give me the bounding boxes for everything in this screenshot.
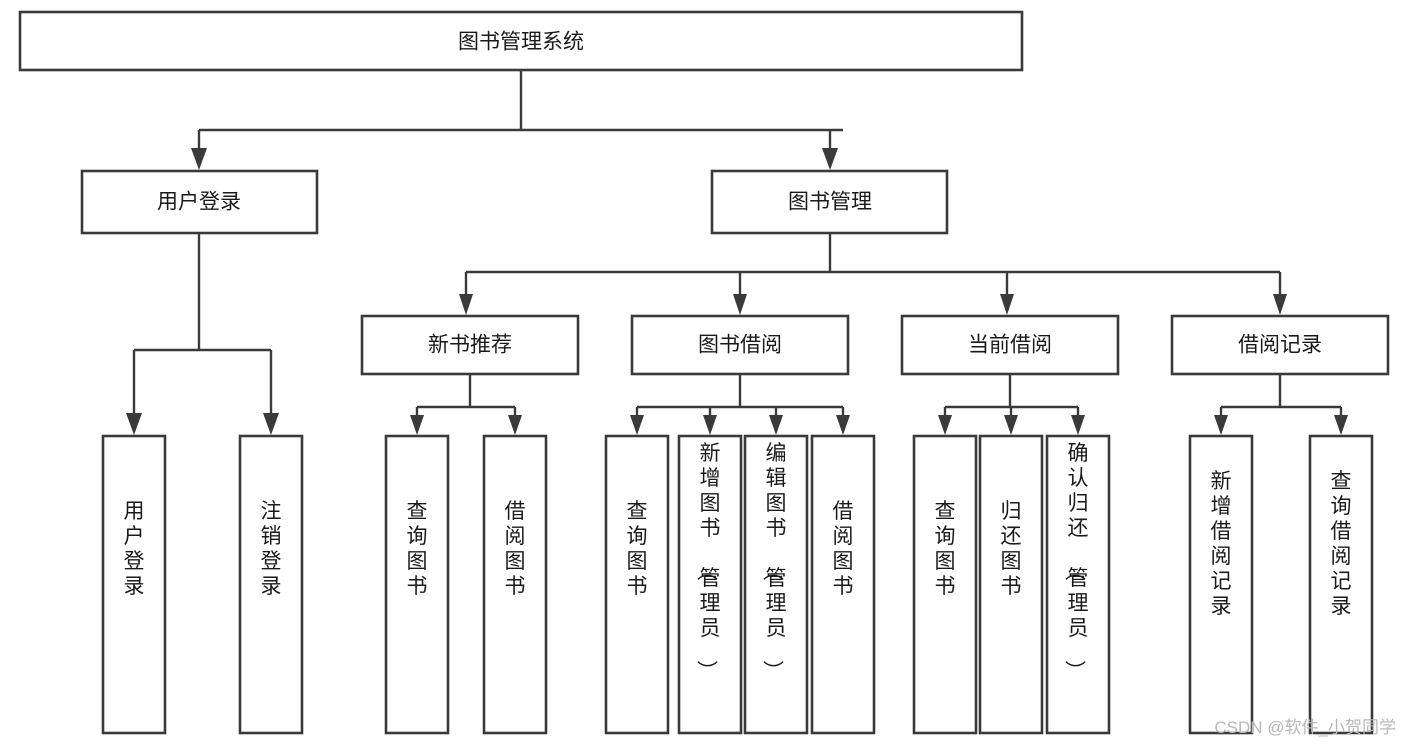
arrow-head-bb-leaf-3	[769, 415, 783, 435]
node-new-book-recommend[interactable]: 新书推荐	[360, 314, 580, 376]
node-leaf-user-login-box	[101, 434, 167, 735]
node-leaf-borrow-book-nbr-box	[482, 434, 548, 735]
arrow-head-book-mgmt	[822, 148, 838, 170]
arrow-head-bb-leaf-1	[630, 415, 644, 435]
node-borrow-record-box	[1170, 314, 1390, 376]
connector-group-current-borrow	[938, 374, 1085, 435]
arrow-head-nbr-leaf-1	[410, 415, 424, 435]
arrow-head-book-borrow	[733, 294, 747, 315]
node-leaf-query-book-bb[interactable]: 查询图书	[604, 434, 670, 735]
node-leaf-add-book-admin-label: 新增图书（管理员）	[695, 442, 721, 681]
node-leaf-borrow-book-nbr-label: 借阅图书	[505, 500, 526, 598]
node-leaf-logout-label: 注销登录	[261, 500, 282, 598]
node-leaf-add-borrow-record-box	[1188, 434, 1254, 735]
node-leaf-borrow-book-bb[interactable]: 借阅图书	[810, 434, 876, 735]
node-leaf-query-book-nbr-label: 查询图书	[407, 500, 428, 598]
node-book-borrow[interactable]: 图书借阅	[630, 314, 850, 376]
arrow-head-bb-leaf-2	[703, 415, 717, 435]
node-current-borrow[interactable]: 当前借阅	[900, 314, 1120, 376]
node-leaf-query-borrow-record-box	[1308, 434, 1374, 735]
node-root-label: 图书管理系统	[458, 31, 584, 54]
arrow-head-current-borrow	[1000, 294, 1014, 315]
arrow-head-bb-leaf-4	[836, 415, 850, 435]
arrow-head-borrow-record	[1273, 294, 1287, 315]
arrow-head-leaf-user-login	[126, 413, 142, 435]
node-leaf-query-book-cb-label: 查询图书	[935, 500, 956, 598]
node-leaf-user-login-label: 用户登录	[124, 500, 145, 598]
arrow-head-cb-leaf-1	[938, 415, 952, 435]
node-book-borrow-label: 图书借阅	[698, 334, 782, 357]
connector-group-book-mgmt	[459, 233, 1287, 315]
connector-group-user-login	[126, 233, 279, 435]
node-root-box	[18, 10, 1024, 72]
node-leaf-query-borrow-record[interactable]: 查询借阅记录	[1308, 434, 1374, 735]
node-leaf-confirm-return-admin-box	[1045, 434, 1111, 735]
node-leaf-query-book-cb-box	[912, 434, 978, 735]
node-leaf-query-book-nbr-box	[384, 434, 450, 735]
node-leaf-add-borrow-record[interactable]: 新增借阅记录	[1188, 434, 1254, 735]
node-book-borrow-box	[630, 314, 850, 376]
node-user-login[interactable]: 用户登录	[80, 169, 319, 235]
node-leaf-add-book-admin[interactable]: 新增图书（管理员）	[677, 434, 743, 735]
connector-group-book-borrow	[630, 374, 850, 435]
connector-group-new-book-rec	[410, 374, 522, 435]
node-borrow-record-label: 借阅记录	[1238, 334, 1322, 357]
connector-group-borrow-record	[1214, 374, 1348, 435]
connector-group-root	[191, 70, 843, 170]
node-leaf-query-book-bb-box	[604, 434, 670, 735]
node-leaf-user-login[interactable]: 用户登录	[101, 434, 167, 735]
node-current-borrow-label: 当前借阅	[968, 334, 1052, 357]
node-user-login-label: 用户登录	[157, 191, 241, 214]
node-leaf-logout-box	[238, 434, 304, 735]
arrow-head-nbr-leaf-2	[508, 415, 522, 435]
node-book-management[interactable]: 图书管理	[710, 169, 949, 235]
node-leaf-return-book-box	[978, 434, 1044, 735]
arrow-head-cb-leaf-3	[1071, 415, 1085, 435]
node-book-management-box	[710, 169, 949, 235]
node-leaf-borrow-book-bb-box	[810, 434, 876, 735]
node-leaf-edit-book-admin-box	[743, 434, 809, 735]
node-leaf-query-borrow-record-label: 查询借阅记录	[1331, 470, 1352, 618]
node-leaf-logout[interactable]: 注销登录	[238, 434, 304, 735]
node-leaf-return-book-label: 归还图书	[1001, 500, 1022, 598]
node-leaf-add-borrow-record-label: 新增借阅记录	[1211, 470, 1232, 618]
watermark-label: CSDN @软件_小贺同学	[1214, 718, 1396, 737]
node-leaf-confirm-return-admin-label: 确认归还（管理员）	[1063, 442, 1089, 681]
node-leaf-query-book-cb[interactable]: 查询图书	[912, 434, 978, 735]
node-leaf-query-book-bb-label: 查询图书	[627, 500, 648, 598]
node-leaf-edit-book-admin[interactable]: 编辑图书（管理员）	[743, 434, 809, 735]
node-leaf-add-book-admin-box	[677, 434, 743, 735]
node-leaf-return-book[interactable]: 归还图书	[978, 434, 1044, 735]
arrow-head-user-login	[191, 148, 207, 170]
node-leaf-edit-book-admin-label: 编辑图书（管理员）	[761, 442, 787, 681]
node-user-login-box	[80, 169, 319, 235]
node-root-system[interactable]: 图书管理系统	[18, 10, 1024, 72]
node-leaf-borrow-book-nbr[interactable]: 借阅图书	[482, 434, 548, 735]
arrow-head-br-leaf-2	[1334, 415, 1348, 435]
node-leaf-confirm-return-admin[interactable]: 确认归还（管理员）	[1045, 434, 1111, 735]
node-leaf-query-book-nbr[interactable]: 查询图书	[384, 434, 450, 735]
node-borrow-record[interactable]: 借阅记录	[1170, 314, 1390, 376]
arrow-head-cb-leaf-2	[1004, 415, 1018, 435]
node-new-book-recommend-box	[360, 314, 580, 376]
node-book-management-label: 图书管理	[788, 191, 872, 214]
arrow-head-leaf-logout	[263, 413, 279, 435]
node-new-book-recommend-label: 新书推荐	[428, 334, 512, 357]
arrow-head-new-book-rec	[459, 294, 473, 315]
arrow-head-br-leaf-1	[1214, 415, 1228, 435]
node-current-borrow-box	[900, 314, 1120, 376]
node-leaf-borrow-book-bb-label: 借阅图书	[833, 500, 854, 598]
